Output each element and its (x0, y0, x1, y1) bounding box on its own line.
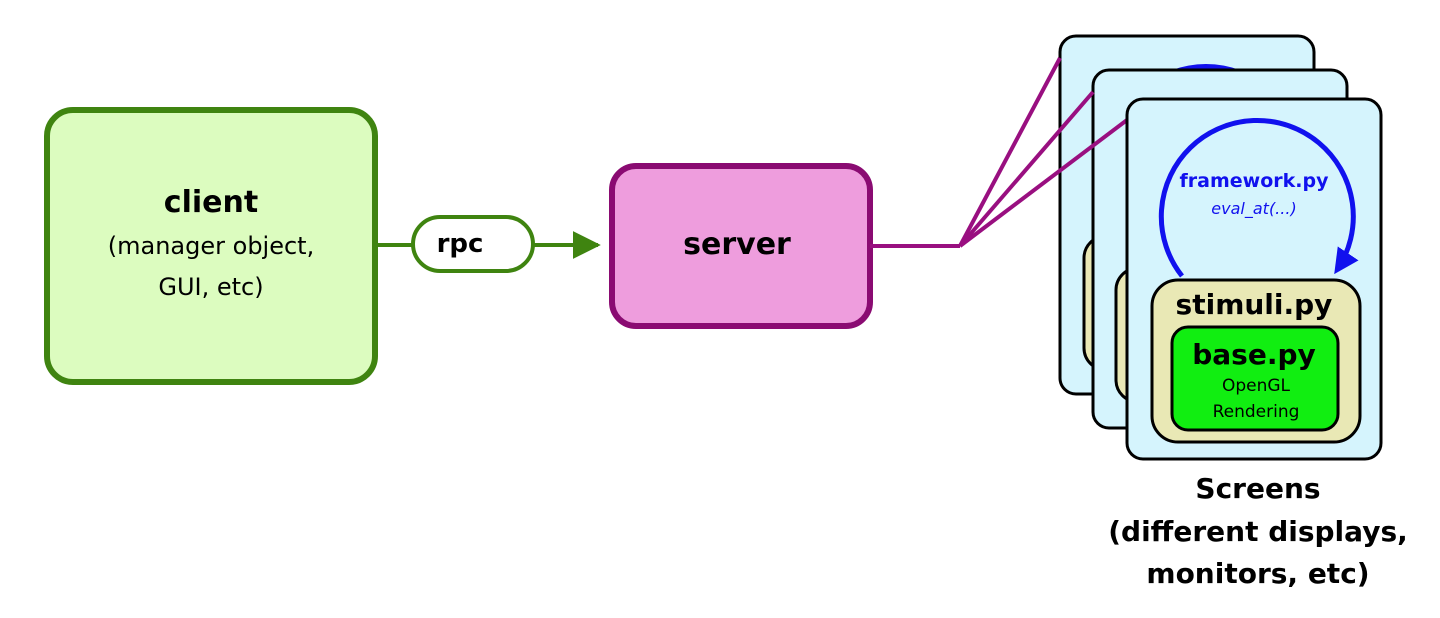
stimuli-label: stimuli.py (1176, 288, 1333, 321)
server-screen-links (870, 57, 1129, 248)
client-title: client (164, 185, 258, 220)
framework-label: framework.py (1180, 170, 1330, 192)
caption-line-1: Screens (1195, 472, 1320, 505)
base-description-line-1: OpenGL (1222, 376, 1291, 396)
base-box (1170, 325, 1340, 432)
server-node: server (609, 163, 873, 329)
caption-line-3: monitors, etc) (1146, 557, 1369, 590)
rpc-label: rpc (437, 229, 484, 259)
client-description-line-2: GUI, etc) (158, 273, 263, 301)
base-description-line-2: Rendering (1213, 402, 1300, 422)
caption-line-2: (different displays, (1108, 515, 1408, 548)
rpc-pill (411, 215, 535, 273)
server-link-screen-3 (958, 118, 1129, 248)
server-link-screen-1 (958, 57, 1062, 247)
eval-at-label: eval_at(...) (1211, 199, 1296, 219)
server-link-screen-2 (958, 90, 1095, 248)
base-label: base.py (1192, 338, 1316, 371)
screen-card-front: framework.py eval_at(...) stimuli.py bas… (1125, 97, 1383, 461)
rpc-connector: rpc (375, 215, 601, 273)
server-label: server (683, 227, 791, 262)
screens-caption: Screens (different displays, monitors, e… (1108, 472, 1408, 590)
client-description-line-1: (manager object, (108, 232, 314, 260)
render-loop-arrow (1158, 118, 1359, 278)
client-node: client (manager object, GUI, etc) (44, 107, 378, 385)
